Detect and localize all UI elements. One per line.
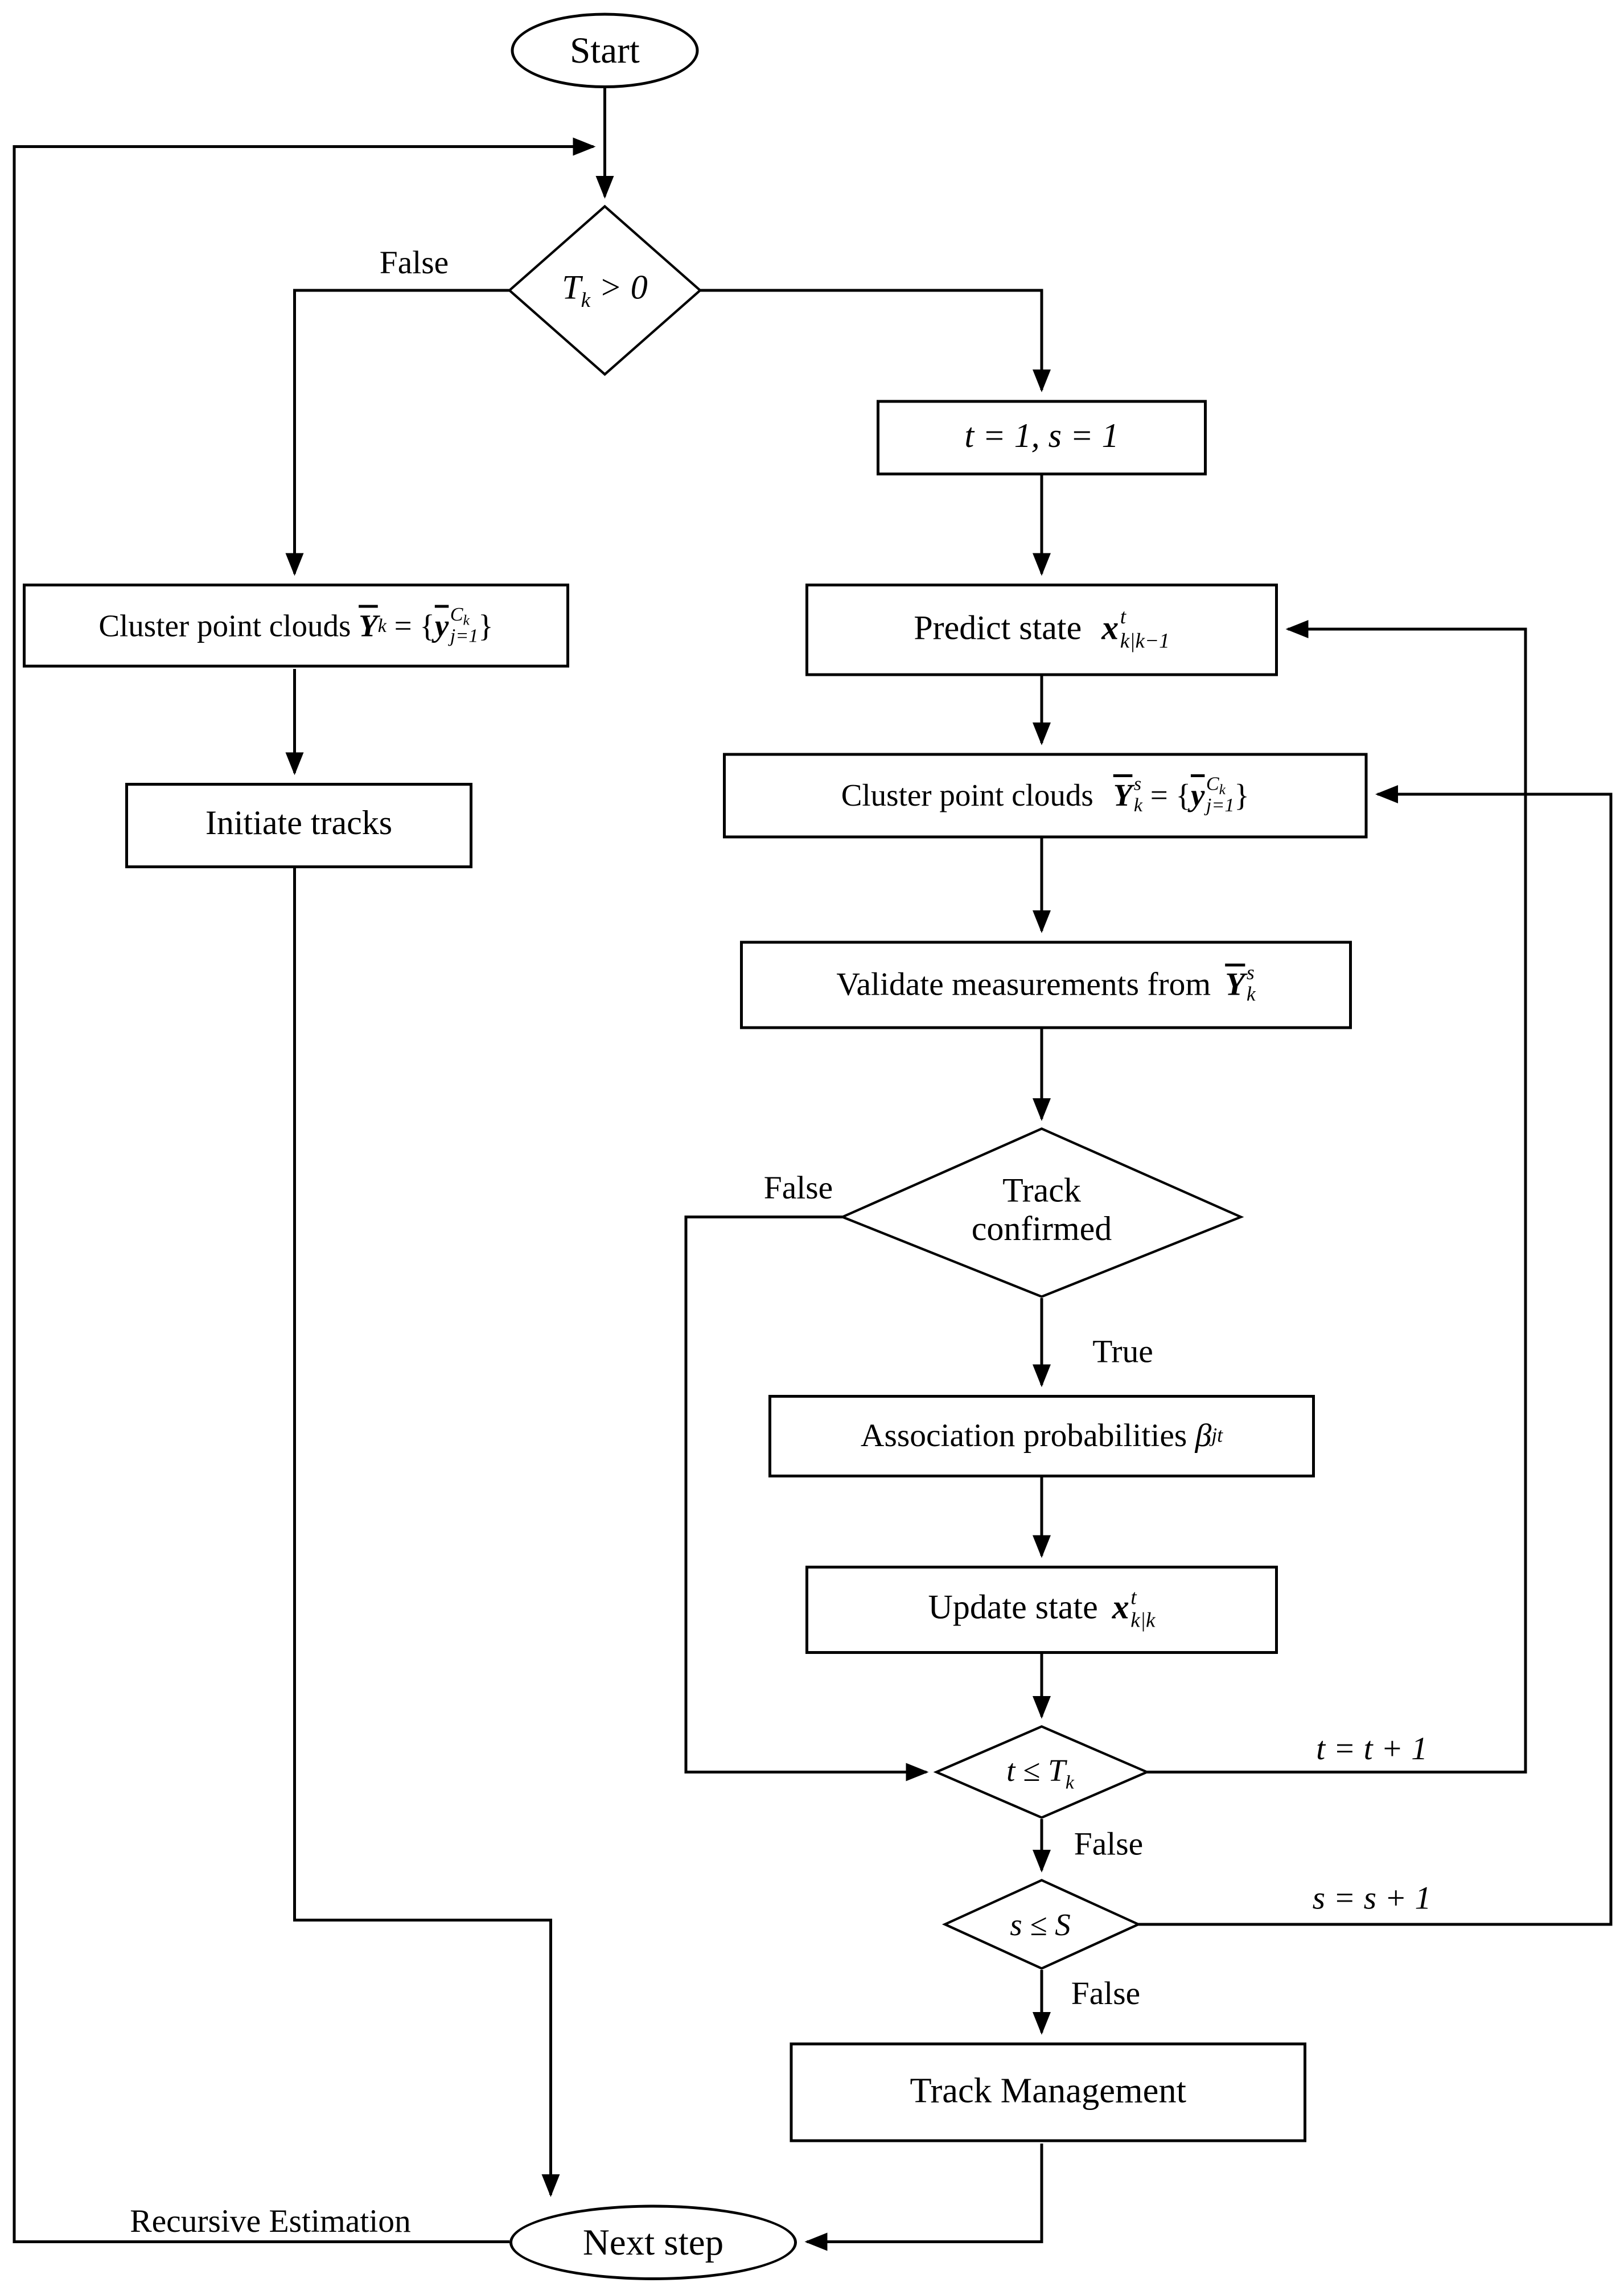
initiate-tracks-label: Initiate tracks	[205, 806, 393, 843]
track-management-box: Track Management	[790, 2042, 1306, 2142]
decision-t-le-tk-diamond	[933, 1725, 1150, 1819]
next-step-label: Next step	[582, 2221, 724, 2263]
association-label: Association probabilities	[860, 1417, 1187, 1453]
decision-t-le-tk-label: t ≤ Tk	[1006, 1752, 1074, 1793]
label-s-increment: s = s + 1	[1312, 1880, 1432, 1916]
decision-s-le-s-label: s ≤ S	[1010, 1907, 1071, 1943]
decision-track-confirmed-label: Track confirmed	[971, 1173, 1112, 1249]
label-false-top: False	[379, 245, 449, 281]
edge-recursive-loop	[13, 137, 596, 2243]
decision-tk-diamond	[507, 204, 702, 376]
edge-s-increment-loop	[1138, 785, 1613, 1926]
decision-track-confirmed-diamond	[839, 1127, 1244, 1298]
init-ts-label: t = 1, s = 1	[964, 418, 1119, 455]
predict-state-label: Predict state	[914, 610, 1082, 647]
update-state-label: Update state	[928, 1590, 1098, 1628]
label-false-s: False	[1071, 1976, 1141, 2011]
edge-initiate-to-nextstep	[293, 868, 560, 2197]
decision-tk-label: Tk > 0	[562, 270, 648, 313]
initiate-tracks-box: Initiate tracks	[125, 783, 472, 868]
init-ts-box: t = 1, s = 1	[877, 400, 1207, 475]
edge-true-to-init	[700, 289, 1051, 393]
label-true-track-confirmed: True	[1092, 1333, 1153, 1370]
edge-false-to-clusterleft	[285, 289, 509, 576]
start-terminal: Start	[511, 13, 699, 88]
track-management-label: Track Management	[910, 2072, 1186, 2111]
script-y-bar: Y	[359, 607, 378, 643]
label-recursive-estimation: Recursive Estimation	[130, 2203, 411, 2239]
label-t-increment: t = t + 1	[1316, 1731, 1428, 1767]
next-step-terminal: Next step	[509, 2204, 797, 2280]
edge-t-increment-loop	[1146, 619, 1527, 1773]
validate-label: Validate measurements from	[836, 966, 1211, 1002]
decision-s-le-s-diamond	[941, 1879, 1142, 1970]
start-label: Start	[570, 29, 640, 71]
label-false-track-confirmed: False	[763, 1170, 833, 1206]
cluster-left-label: Cluster point clouds	[98, 607, 351, 643]
edge-mgmt-to-nextstep	[804, 2143, 1043, 2251]
cluster-right-label: Cluster point clouds	[841, 777, 1093, 814]
label-false-t: False	[1074, 1826, 1144, 1862]
script-y-bar: Y	[1225, 966, 1245, 1002]
script-y-bar: Y	[1113, 777, 1133, 814]
edge-confirmed-false-to-ttk	[684, 1215, 929, 1781]
